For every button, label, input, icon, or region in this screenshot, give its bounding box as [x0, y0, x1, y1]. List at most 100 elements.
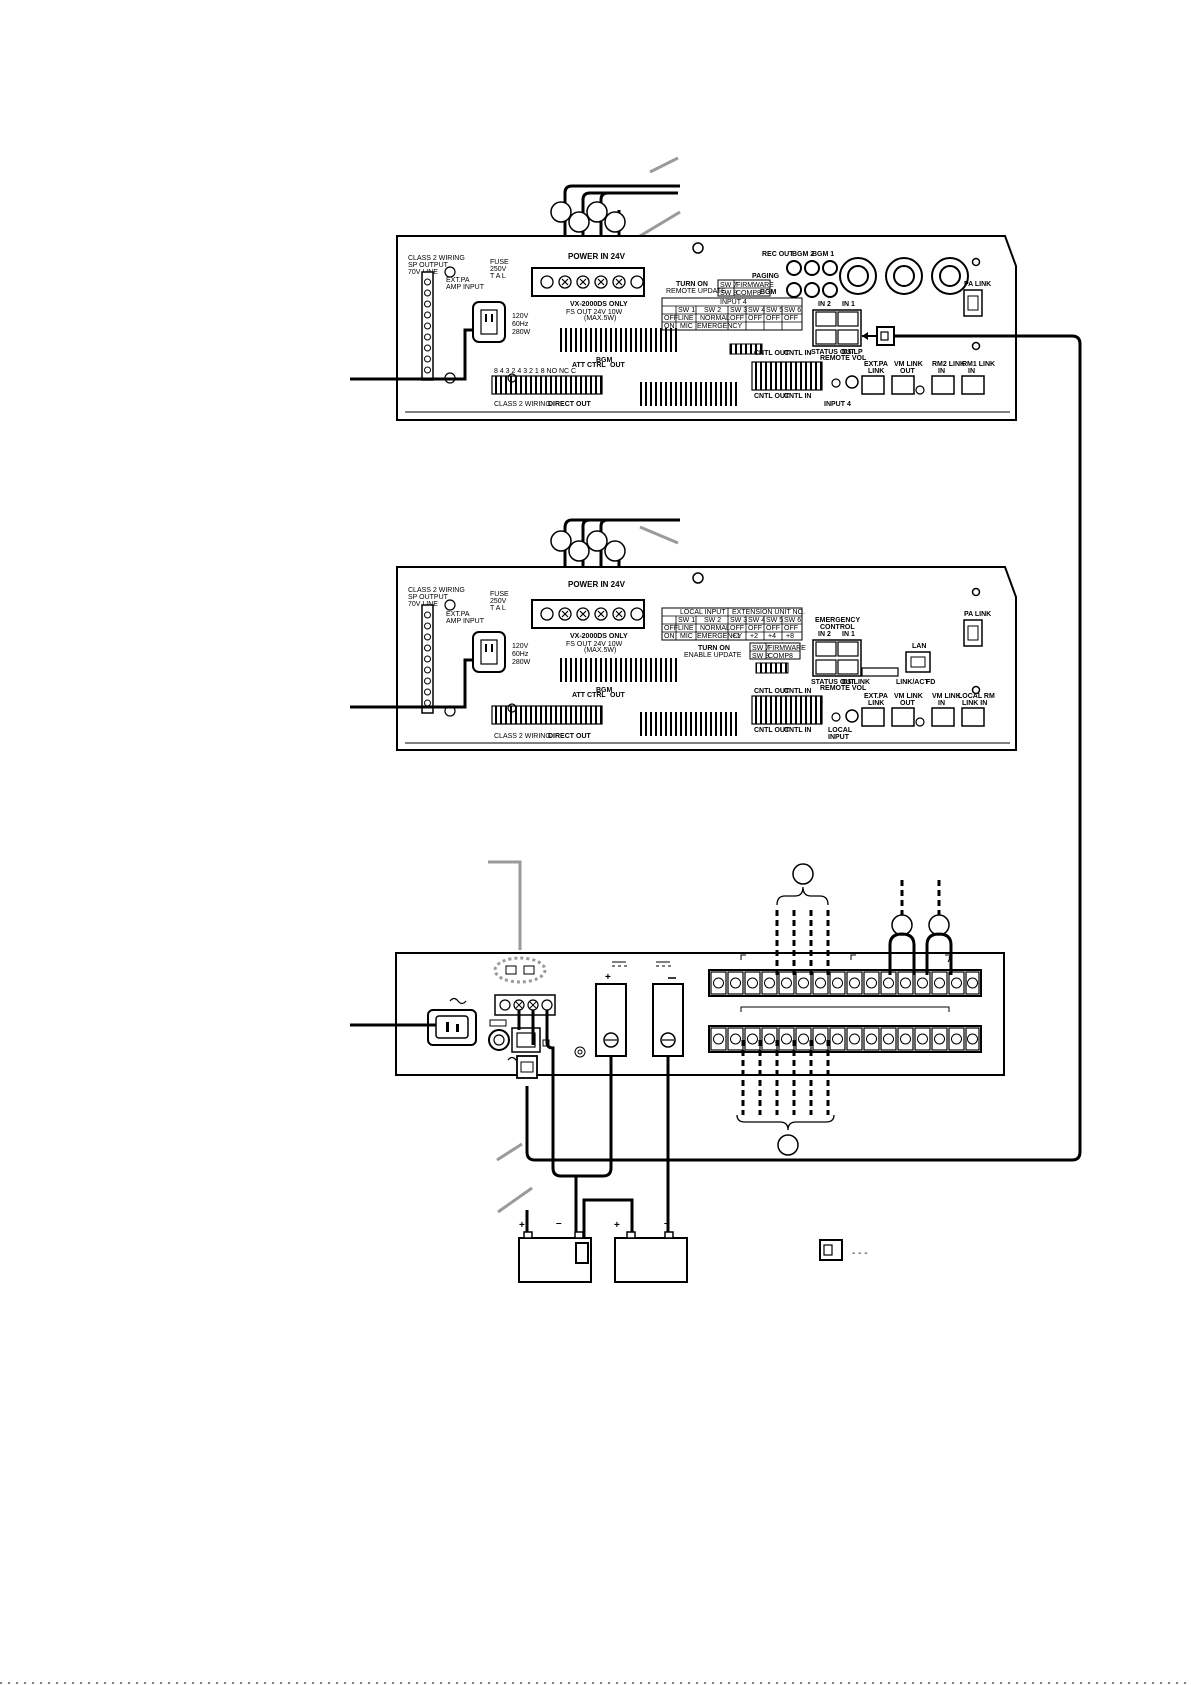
callout-circle	[792, 863, 814, 885]
power-supply-unit: +	[350, 860, 1005, 1156]
svg-text:FD: FD	[926, 679, 935, 686]
svg-text:OFF: OFF	[748, 315, 762, 322]
svg-text:REMOTE VOL: REMOTE VOL	[820, 355, 867, 362]
svg-text:RM2 LINK: RM2 LINK	[932, 361, 965, 368]
svg-text:120V: 120V	[512, 313, 529, 320]
svg-text:IN 1: IN 1	[842, 631, 855, 638]
rj45-port	[961, 707, 985, 727]
svg-text:SW 5: SW 5	[766, 307, 783, 314]
svg-text:EXT.PA: EXT.PA	[864, 693, 888, 700]
callout-circle	[568, 211, 590, 233]
svg-text:SW 5: SW 5	[766, 617, 783, 624]
svg-text:OFF: OFF	[784, 625, 798, 632]
svg-text:–: –	[556, 1218, 562, 1229]
callout-circle	[928, 914, 950, 936]
svg-text:CNTL OUT: CNTL OUT	[754, 350, 790, 357]
svg-text:T A L: T A L	[490, 605, 506, 612]
svg-text:COMP8: COMP8	[768, 653, 793, 660]
svg-text:120V: 120V	[512, 643, 529, 650]
svg-text:INPUT: INPUT	[828, 734, 850, 741]
callout-circle	[604, 540, 626, 562]
svg-text:AMP INPUT: AMP INPUT	[446, 284, 485, 291]
svg-text:(MAX.5W): (MAX.5W)	[584, 647, 616, 654]
callout-circle	[550, 201, 572, 223]
svg-text:280W: 280W	[512, 659, 531, 666]
battery-wiring: + – + –	[496, 334, 1082, 1283]
svg-text:FS OUT 24V 10W: FS OUT 24V 10W	[566, 309, 623, 316]
rca-jack	[786, 260, 802, 276]
volume-knob	[845, 375, 859, 389]
svg-text:FIRMWARE: FIRMWARE	[736, 282, 774, 289]
lan-port	[905, 651, 931, 673]
rj45-port	[861, 707, 885, 727]
svg-text:INPUT 4: INPUT 4	[720, 299, 747, 306]
rj45-port	[815, 311, 837, 327]
svg-text:DS LP: DS LP	[842, 349, 863, 356]
svg-text:DS LINK: DS LINK	[842, 679, 870, 686]
volume-knob	[845, 709, 859, 723]
svg-text:CLASS 2 WIRING: CLASS 2 WIRING	[494, 401, 551, 408]
rj45-port	[891, 375, 915, 395]
svg-text:ON: ON	[664, 633, 675, 640]
svg-text:DIRECT OUT: DIRECT OUT	[548, 733, 592, 740]
svg-text:BGM 2: BGM 2	[792, 251, 814, 258]
svg-text:LOCAL: LOCAL	[828, 727, 853, 734]
svg-text:CLASS 2 WIRING: CLASS 2 WIRING	[408, 587, 465, 594]
svg-text:SW 1: SW 1	[678, 617, 695, 624]
svg-text:OFF: OFF	[664, 315, 678, 322]
svg-text:LAN: LAN	[912, 643, 926, 650]
svg-text:OUT: OUT	[610, 692, 626, 699]
rj45-port	[511, 1027, 541, 1053]
svg-text:+1: +1	[732, 633, 740, 640]
speaker-output-terminal	[421, 604, 434, 714]
svg-text:CNTL IN: CNTL IN	[784, 688, 811, 695]
svg-text:CNTL IN: CNTL IN	[784, 727, 811, 734]
svg-text:FIRMWARE: FIRMWARE	[768, 645, 806, 652]
svg-text:NORMAL: NORMAL	[700, 315, 730, 322]
terminal-screws-bottom	[710, 1027, 980, 1051]
svg-text:LOCAL INPUT: LOCAL INPUT	[680, 609, 726, 616]
svg-text:AMP INPUT: AMP INPUT	[446, 618, 485, 625]
svg-text:SW 4: SW 4	[748, 307, 765, 314]
rj45-port	[931, 707, 955, 727]
rj45-port	[837, 641, 859, 657]
svg-text:CNTL OUT: CNTL OUT	[754, 727, 790, 734]
svg-text:MIC: MIC	[680, 633, 693, 640]
svg-text:PA LINK: PA LINK	[964, 281, 991, 288]
svg-text:–: –	[664, 1218, 670, 1229]
rj45-port	[961, 375, 985, 395]
svg-text:ON: ON	[664, 323, 675, 330]
switch-table: LOCAL INPUT EXTENSION UNIT NO. SW 1 SW 2…	[661, 607, 805, 641]
svg-text:NORMAL: NORMAL	[700, 625, 730, 632]
svg-text:VM LINK: VM LINK	[894, 693, 923, 700]
svg-text:+: +	[614, 1220, 620, 1231]
svg-text:8 4 3 2 4 3 2 1 8 NO NC C: 8 4 3 2 4 3 2 1 8 NO NC C	[494, 368, 576, 375]
terminal-screws-top	[710, 971, 980, 995]
svg-text:OFF: OFF	[748, 625, 762, 632]
svg-text:REMOTE UPDATE: REMOTE UPDATE	[666, 288, 726, 295]
unit2-panel: POWER IN 24V CLASS 2 WIRING SP OUTPUT 70…	[350, 518, 1017, 751]
svg-text:250V: 250V	[490, 266, 507, 273]
svg-text:OFF: OFF	[730, 315, 744, 322]
svg-text:LINE: LINE	[678, 625, 694, 632]
switch-table: INPUT 4 SW 1 SW 2 SW 3 SW 4 SW 5 SW 6 OF…	[661, 297, 803, 331]
svg-text:CNTL IN: CNTL IN	[784, 393, 811, 400]
svg-text:BGM: BGM	[596, 357, 613, 364]
svg-text:+: +	[519, 1220, 525, 1231]
svg-text:POWER IN 24V: POWER IN 24V	[568, 580, 626, 589]
svg-text:OFF: OFF	[730, 625, 744, 632]
svg-text:ENABLE UPDATE: ENABLE UPDATE	[684, 652, 742, 659]
svg-text:SW 4: SW 4	[748, 617, 765, 624]
rca-jack	[786, 282, 802, 298]
svg-text:EMERGENCY: EMERGENCY	[815, 617, 860, 624]
svg-text:EXT.PA: EXT.PA	[446, 277, 470, 284]
svg-text:SW 1: SW 1	[678, 307, 695, 314]
svg-text:RM1 LINK: RM1 LINK	[962, 361, 995, 368]
svg-text:VM LINK: VM LINK	[932, 693, 961, 700]
ac-inlet	[427, 1009, 477, 1046]
svg-text:DIRECT OUT: DIRECT OUT	[548, 401, 592, 408]
svg-text:OUT: OUT	[900, 700, 916, 707]
callout-circle	[568, 540, 590, 562]
rca-jack	[804, 260, 820, 276]
svg-text:SW 6: SW 6	[784, 617, 801, 624]
